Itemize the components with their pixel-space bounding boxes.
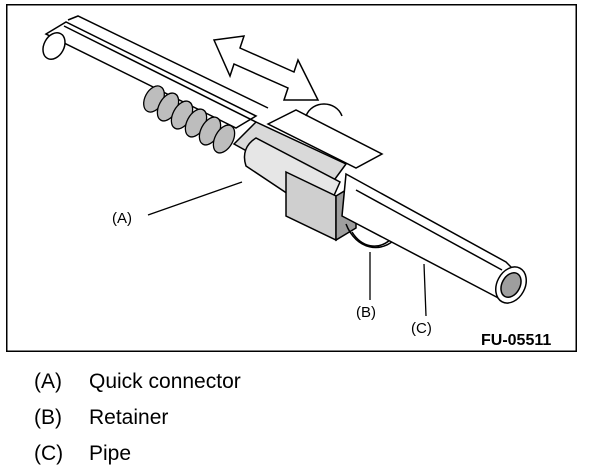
leader-c — [423, 263, 427, 317]
legend: (A) Quick connector (B) Retainer (C) Pip… — [34, 364, 594, 472]
figure-id: FU-05511 — [481, 332, 551, 349]
pipe — [341, 172, 528, 304]
leader-lines — [147, 181, 427, 317]
quick-connector-body — [232, 103, 384, 242]
ribbed-hose — [143, 85, 236, 154]
legend-text: Quick connector — [89, 370, 241, 393]
callout-c: (C) — [411, 320, 432, 337]
legend-letter: (A) — [34, 370, 62, 393]
leader-a — [147, 181, 243, 216]
callout-b: (B) — [356, 304, 376, 321]
legend-item-c: (C) Pipe — [34, 436, 594, 472]
legend-item-a: (A) Quick connector — [34, 364, 594, 400]
legend-letter: (C) — [34, 442, 64, 465]
diagram-figure: (A) (B) (C) FU-05511 — [6, 4, 577, 352]
legend-text: Retainer — [89, 406, 169, 429]
legend-letter: (B) — [34, 406, 62, 429]
legend-item-b: (B) Retainer — [34, 400, 594, 436]
callout-a: (A) — [112, 210, 132, 227]
legend-text: Pipe — [89, 442, 132, 465]
figure-frame — [6, 4, 577, 352]
double-arrow-icon — [212, 35, 320, 101]
quick-connector-illustration: (A) (B) (C) FU-05511 — [6, 4, 577, 352]
